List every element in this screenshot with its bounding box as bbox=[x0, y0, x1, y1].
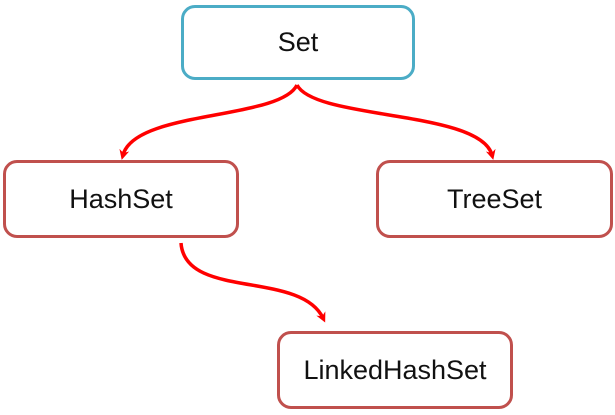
node-treeset: TreeSet bbox=[376, 160, 613, 238]
node-hashset: HashSet bbox=[3, 160, 239, 238]
edge-hashset-to-linkedhashset bbox=[179, 242, 326, 323]
edge-set-to-hashset bbox=[119, 84, 299, 160]
node-treeset-label: TreeSet bbox=[446, 183, 543, 214]
node-set-label: Set bbox=[277, 27, 319, 57]
node-set: Set bbox=[181, 5, 415, 80]
node-linkedhashset-label: LinkedHashSet bbox=[303, 354, 487, 385]
edge-set-to-treeset bbox=[295, 83, 496, 160]
node-linkedhashset: LinkedHashSet bbox=[277, 331, 513, 409]
node-hashset-label: HashSet bbox=[69, 183, 173, 214]
